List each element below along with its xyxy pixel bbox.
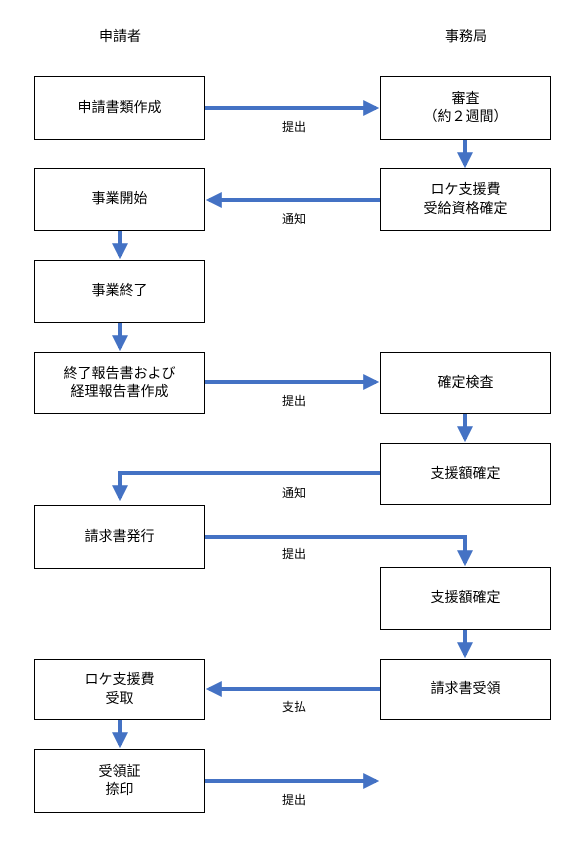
box-amount-confirm-2: 支援額確定 <box>380 567 551 630</box>
box-amount-confirm-1: 支援額確定 <box>380 443 551 505</box>
box-review: 審査 （約２週間） <box>380 76 551 140</box>
box-project-start: 事業開始 <box>34 168 205 231</box>
label-pay: 支払 <box>281 700 306 714</box>
box-receipt-stamp: 受領証 捺印 <box>34 749 205 813</box>
label-notify-1: 通知 <box>281 212 306 226</box>
box-invoice-issue: 請求書発行 <box>34 505 205 569</box>
box-final-inspection: 確定検査 <box>380 352 551 414</box>
arrow-submit-invoice <box>205 535 473 567</box>
column-header-office: 事務局 <box>445 29 487 45</box>
label-submit-1: 提出 <box>281 120 306 134</box>
box-location-fee-confirm: ロケ支援費 受給資格確定 <box>380 168 551 231</box>
arrow-notify-amount <box>112 471 380 502</box>
box-location-fee-receive: ロケ支援費 受取 <box>34 659 205 720</box>
label-submit-4: 提出 <box>281 793 306 807</box>
column-header-applicant: 申請者 <box>99 29 141 45</box>
label-submit-2: 提出 <box>281 394 306 408</box>
box-project-end: 事業終了 <box>34 260 205 323</box>
label-submit-3: 提出 <box>281 547 306 561</box>
box-final-report: 終了報告書および 経理報告書作成 <box>34 352 205 414</box>
label-notify-2: 通知 <box>281 486 306 500</box>
box-invoice-receive: 請求書受領 <box>380 659 551 720</box>
box-apply-docs: 申請書類作成 <box>34 76 205 140</box>
